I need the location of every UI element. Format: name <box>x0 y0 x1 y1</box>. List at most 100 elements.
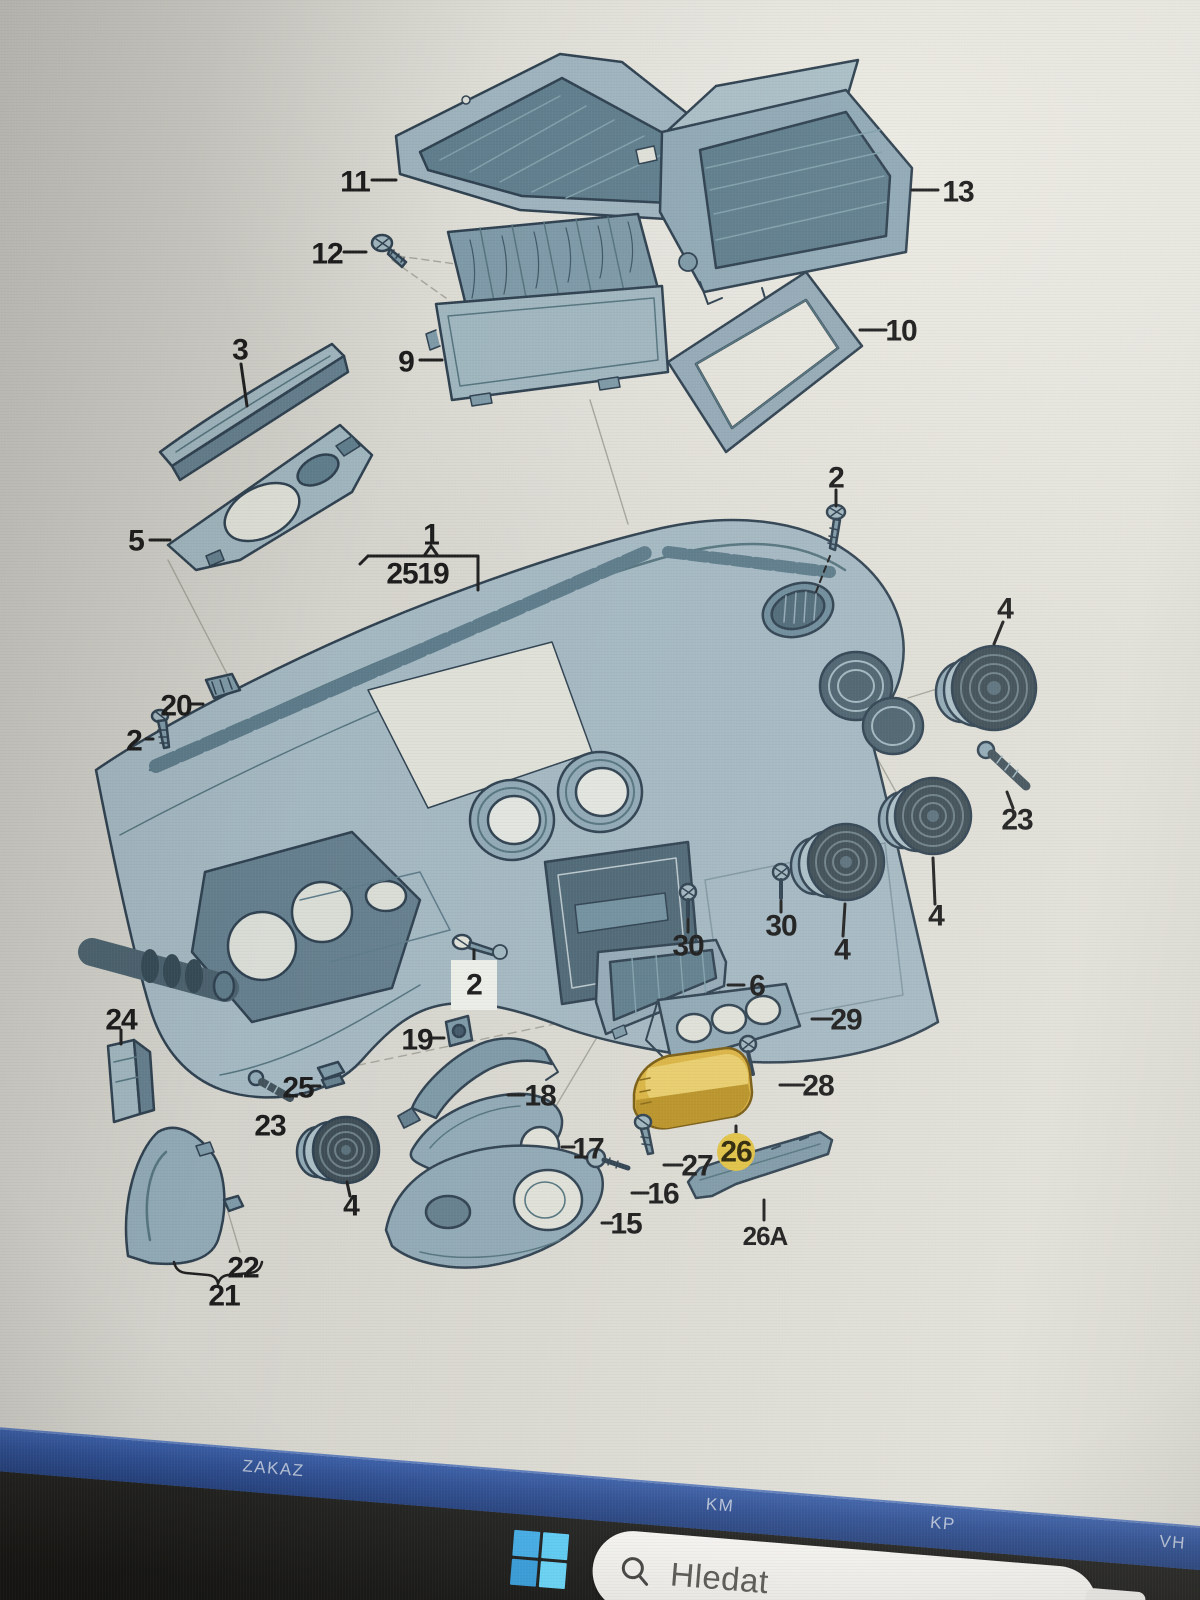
part-label-20-11[interactable]: 20 <box>160 690 193 723</box>
part-label-29-23[interactable]: 29 <box>830 1004 863 1037</box>
part-29-switch-plate <box>645 982 802 1066</box>
part-label-17-28[interactable]: 17 <box>572 1133 605 1166</box>
part-label-26-29[interactable]: 26 <box>717 1133 755 1171</box>
svg-text:20: 20 <box>160 690 192 723</box>
part-2-screw-left <box>150 708 171 750</box>
part-23-bolt-left <box>247 1069 294 1102</box>
svg-text:10: 10 <box>885 315 917 348</box>
part-15-column-cover-lower <box>384 1144 604 1269</box>
part-25-clip <box>316 1060 346 1090</box>
svg-text:2: 2 <box>466 969 482 1002</box>
part-label-6-22[interactable]: 6 <box>749 970 766 1003</box>
part-label-10-5[interactable]: 10 <box>885 315 918 348</box>
svg-text:24: 24 <box>105 1004 138 1037</box>
part-label-30-16[interactable]: 30 <box>765 910 798 943</box>
part-4-vent-top-right <box>934 644 1038 732</box>
svg-text:25: 25 <box>386 558 418 591</box>
svg-text:23: 23 <box>254 1110 286 1143</box>
part-10-frame <box>666 270 864 454</box>
part-label-23-14[interactable]: 23 <box>1001 804 1034 837</box>
svg-text:1: 1 <box>423 519 439 552</box>
svg-text:6: 6 <box>749 970 765 1003</box>
part-label-28-26[interactable]: 28 <box>802 1070 835 1103</box>
svg-text:2: 2 <box>828 462 844 495</box>
svg-text:22: 22 <box>227 1252 259 1285</box>
search-icon <box>621 1557 649 1586</box>
part-label-11-0[interactable]: 11 <box>340 166 371 199</box>
part-23-bolt-right <box>976 740 1031 791</box>
part-label-12-1[interactable]: 12 <box>311 238 344 271</box>
part-21-side-cap <box>124 1126 226 1266</box>
part-label-4-32[interactable]: 4 <box>343 1190 361 1223</box>
part-label-4-13[interactable]: 4 <box>997 593 1015 626</box>
part-label-30-15[interactable]: 30 <box>672 930 705 963</box>
part-30-screw-right <box>771 862 791 900</box>
search-placeholder: Hledat <box>668 1555 771 1600</box>
part-label-22-35[interactable]: 22 <box>227 1252 260 1285</box>
part-label-13-2[interactable]: 13 <box>942 176 975 209</box>
part-12-screw <box>370 233 408 269</box>
part-label-4-18[interactable]: 4 <box>928 900 946 933</box>
part-label-2-10[interactable]: 2 <box>828 462 845 495</box>
part-label-25-8[interactable]: 25 <box>386 558 419 591</box>
part-label-26A-34[interactable]: 26A <box>743 1221 790 1251</box>
svg-text:19: 19 <box>417 558 449 591</box>
taskbar-search-input[interactable]: Hledat <box>589 1528 1101 1600</box>
part-9-stowage-box <box>425 212 670 407</box>
part-label-19-21[interactable]: 19 <box>401 1024 434 1057</box>
part-4-vent-right <box>877 776 973 856</box>
part-label-21-36[interactable]: 21 <box>208 1280 241 1313</box>
windows-logo-icon <box>512 1529 541 1558</box>
svg-text:12: 12 <box>311 238 343 271</box>
part-4-vent-mid <box>789 822 886 902</box>
part-label-1-7[interactable]: 1 <box>423 519 440 552</box>
svg-text:29: 29 <box>830 1004 862 1037</box>
part-label-16-31[interactable]: 16 <box>647 1178 680 1211</box>
part-label-24-19[interactable]: 24 <box>105 1004 139 1037</box>
part-30-screw-left <box>678 882 698 918</box>
status-text-vh: VH <box>1158 1531 1187 1553</box>
svg-text:23: 23 <box>1001 804 1033 837</box>
status-text-kp: KP <box>929 1512 957 1534</box>
part-4-vent-bottom-left <box>295 1115 381 1185</box>
part-26-tray-highlighted[interactable] <box>632 1046 754 1130</box>
part-label-18-27[interactable]: 18 <box>524 1080 557 1113</box>
part-19-clip <box>444 1014 474 1048</box>
part-label-15-33[interactable]: 15 <box>610 1208 643 1241</box>
part-2-screw-centre <box>451 933 508 960</box>
svg-text:13: 13 <box>942 176 974 209</box>
svg-text:19: 19 <box>401 1024 433 1057</box>
part-label-9-4[interactable]: 9 <box>398 346 415 379</box>
part-label-27-30[interactable]: 27 <box>681 1150 714 1183</box>
part-22-clip <box>222 1194 245 1213</box>
part-label-4-17[interactable]: 4 <box>834 934 852 967</box>
exploded-parts-diagram: 1112133910512519220242330304424219629252… <box>78 52 1038 1313</box>
part-18-bracket <box>397 1037 559 1129</box>
svg-text:11: 11 <box>340 166 370 199</box>
part-label-19-9[interactable]: 19 <box>417 558 450 591</box>
svg-text:18: 18 <box>524 1080 556 1113</box>
svg-text:15: 15 <box>610 1208 642 1241</box>
part-5-vent-frame <box>166 423 374 572</box>
part-label-25-24[interactable]: 25 <box>282 1072 315 1105</box>
status-text-km: KM <box>705 1494 736 1516</box>
part-label-3-3[interactable]: 3 <box>232 334 249 367</box>
part-label-5-6[interactable]: 5 <box>128 525 145 558</box>
part-24-bracket <box>106 1038 156 1124</box>
svg-text:26: 26 <box>720 1136 752 1169</box>
svg-text:4: 4 <box>997 593 1014 626</box>
part-label-2-20[interactable]: 2 <box>451 960 497 1010</box>
svg-text:28: 28 <box>802 1070 834 1103</box>
part-2-screw-top <box>825 503 847 552</box>
part-label-23-25[interactable]: 23 <box>254 1110 287 1143</box>
svg-text:17: 17 <box>572 1133 604 1166</box>
leader-lines <box>119 178 1015 1286</box>
part-1-dashboard <box>78 518 940 1099</box>
windows-start-button[interactable] <box>509 1529 570 1590</box>
svg-text:27: 27 <box>681 1150 713 1183</box>
part-label-2-12[interactable]: 2 <box>126 725 143 758</box>
part-3-trim-strip <box>158 342 350 482</box>
